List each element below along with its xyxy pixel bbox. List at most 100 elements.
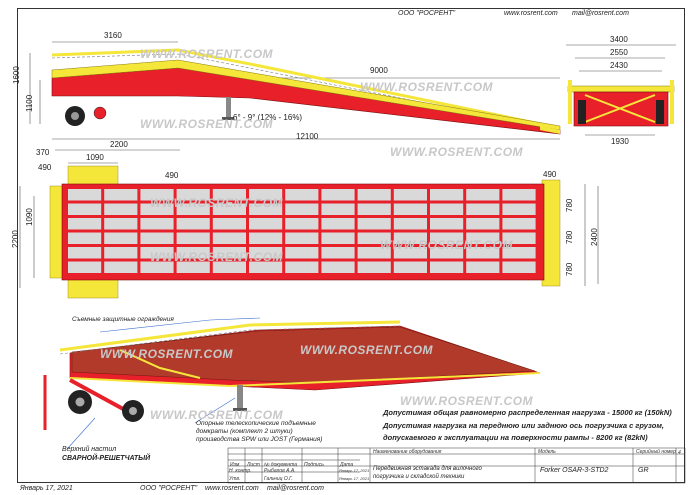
deck-cell bbox=[466, 261, 500, 273]
side-view bbox=[29, 41, 561, 140]
deck-cell bbox=[140, 218, 174, 230]
deck-cell bbox=[321, 261, 355, 273]
dim-1600: 1600 bbox=[12, 66, 21, 84]
deck-cell bbox=[357, 247, 391, 259]
watermark-1: WWW.ROSRENT.COM bbox=[140, 47, 274, 61]
tb-row-check: Н. контр. bbox=[229, 468, 252, 474]
deck-cell bbox=[430, 218, 464, 230]
deck-cell bbox=[393, 232, 427, 244]
dim-3400: 3400 bbox=[610, 35, 628, 44]
deck-cell bbox=[212, 261, 246, 273]
deck-label-2: СВАРНОЙ-РЕШЕТЧАТЫЙ bbox=[62, 455, 151, 462]
dim-1100: 1100 bbox=[25, 94, 34, 112]
deck-cell bbox=[430, 189, 464, 201]
watermark-2: WWW.ROSRENT.COM bbox=[140, 117, 274, 131]
footer-email[interactable]: mail@rosrent.com bbox=[267, 485, 324, 492]
tb-check-date: Январь 17, 2021 bbox=[339, 468, 370, 473]
tb-row-appr: Утв. bbox=[229, 476, 241, 482]
front-view bbox=[566, 44, 676, 136]
dim-2430: 2430 bbox=[610, 61, 628, 70]
deck-cell bbox=[249, 203, 283, 215]
legs-label-3: производства SPW или JOST (Германия) bbox=[196, 436, 323, 443]
deck-cell bbox=[68, 189, 102, 201]
deck-cell bbox=[466, 203, 500, 215]
dim-780-c: 780 bbox=[565, 262, 574, 276]
tb-appr-date: Январь 17, 2021 bbox=[339, 476, 370, 481]
dim-2400: 2400 bbox=[590, 228, 599, 246]
deck-cell bbox=[68, 261, 102, 273]
deck-cell bbox=[249, 189, 283, 201]
deck-cell bbox=[393, 189, 427, 201]
header-website[interactable]: www.rosrent.com bbox=[504, 10, 558, 17]
dim-9000: 9000 bbox=[370, 66, 388, 75]
deck-cell bbox=[68, 203, 102, 215]
dim-1090-top: 1090 bbox=[86, 153, 104, 162]
watermark-6: WWW.ROSRENT.COM bbox=[150, 250, 284, 264]
deck-cell bbox=[430, 247, 464, 259]
deck-cell bbox=[176, 218, 210, 230]
legs-label-2: домкраты (комплект 2 штуки) bbox=[196, 428, 293, 435]
deck-cell bbox=[502, 247, 536, 259]
spec-line-1: Допустимая общая равномерно распределенн… bbox=[383, 408, 672, 417]
deck-cell bbox=[176, 261, 210, 273]
deck-cell bbox=[466, 218, 500, 230]
deck-cell bbox=[104, 261, 138, 273]
tb-col-change: Изм bbox=[230, 462, 240, 468]
tb-name-caption: Наименование оборудования bbox=[373, 449, 442, 455]
tb-col-sign: Подпись bbox=[304, 462, 324, 468]
dim-490-a: 490 bbox=[38, 163, 52, 172]
dim-490-c: 490 bbox=[543, 170, 557, 179]
tb-col-docno: № документа bbox=[264, 462, 298, 468]
deck-label-1: Верхний настил bbox=[62, 446, 117, 453]
deck-cell bbox=[104, 247, 138, 259]
top-view bbox=[19, 149, 599, 299]
title-block-lines bbox=[227, 447, 686, 484]
tb-name-line-2: погрузчика и складской техники bbox=[373, 474, 465, 480]
tb-page-num: 4 bbox=[678, 450, 681, 456]
angle-label: 6° - 9° (12% - 16%) bbox=[233, 113, 303, 122]
watermark-7: WWW.ROSRENT.COM bbox=[380, 238, 514, 252]
watermark-5: WWW.ROSRENT.COM bbox=[150, 196, 284, 210]
deck-cell bbox=[68, 247, 102, 259]
deck-cell bbox=[357, 218, 391, 230]
deck-cell bbox=[176, 189, 210, 201]
footer-website[interactable]: www.rosrent.com bbox=[205, 485, 259, 492]
footer-company: ООО "РОСРЕНТ" bbox=[140, 485, 198, 492]
deck-cell bbox=[393, 261, 427, 273]
deck-cell bbox=[502, 218, 536, 230]
deck-cell bbox=[357, 203, 391, 215]
deck-cell bbox=[321, 203, 355, 215]
deck-cell bbox=[393, 218, 427, 230]
deck-cell bbox=[212, 247, 246, 259]
tb-appr-name: Гальчиц О.Г. bbox=[264, 476, 293, 482]
dim-1930: 1930 bbox=[611, 137, 629, 146]
deck-cell bbox=[249, 261, 283, 273]
deck-cell bbox=[321, 232, 355, 244]
deck-cell bbox=[140, 261, 174, 273]
deck-cell bbox=[249, 232, 283, 244]
deck-cell bbox=[466, 247, 500, 259]
header-email[interactable]: mail@rosrent.com bbox=[572, 10, 629, 17]
deck-cell bbox=[140, 189, 174, 201]
deck-cell bbox=[104, 203, 138, 215]
deck-cell bbox=[466, 232, 500, 244]
tb-check-name: Рыбалов А.А. bbox=[264, 468, 296, 474]
legs-label-1: Опорные телескопические подъемные bbox=[196, 420, 316, 427]
deck-cell bbox=[176, 247, 210, 259]
dim-1090-left: 1090 bbox=[25, 208, 34, 226]
deck-cell bbox=[321, 247, 355, 259]
deck-cell bbox=[430, 203, 464, 215]
deck-cell bbox=[104, 218, 138, 230]
deck-cell bbox=[249, 218, 283, 230]
watermark-4: WWW.ROSRENT.COM bbox=[390, 145, 524, 159]
watermark-10: WWW.ROSRENT.COM bbox=[150, 408, 284, 422]
deck-cell bbox=[285, 189, 319, 201]
deck-cell bbox=[212, 189, 246, 201]
tb-serial: GR bbox=[638, 467, 649, 474]
deck-cell bbox=[502, 261, 536, 273]
deck-cell bbox=[393, 247, 427, 259]
deck-cell bbox=[212, 232, 246, 244]
deck-cell bbox=[176, 203, 210, 215]
deck-cell bbox=[140, 203, 174, 215]
